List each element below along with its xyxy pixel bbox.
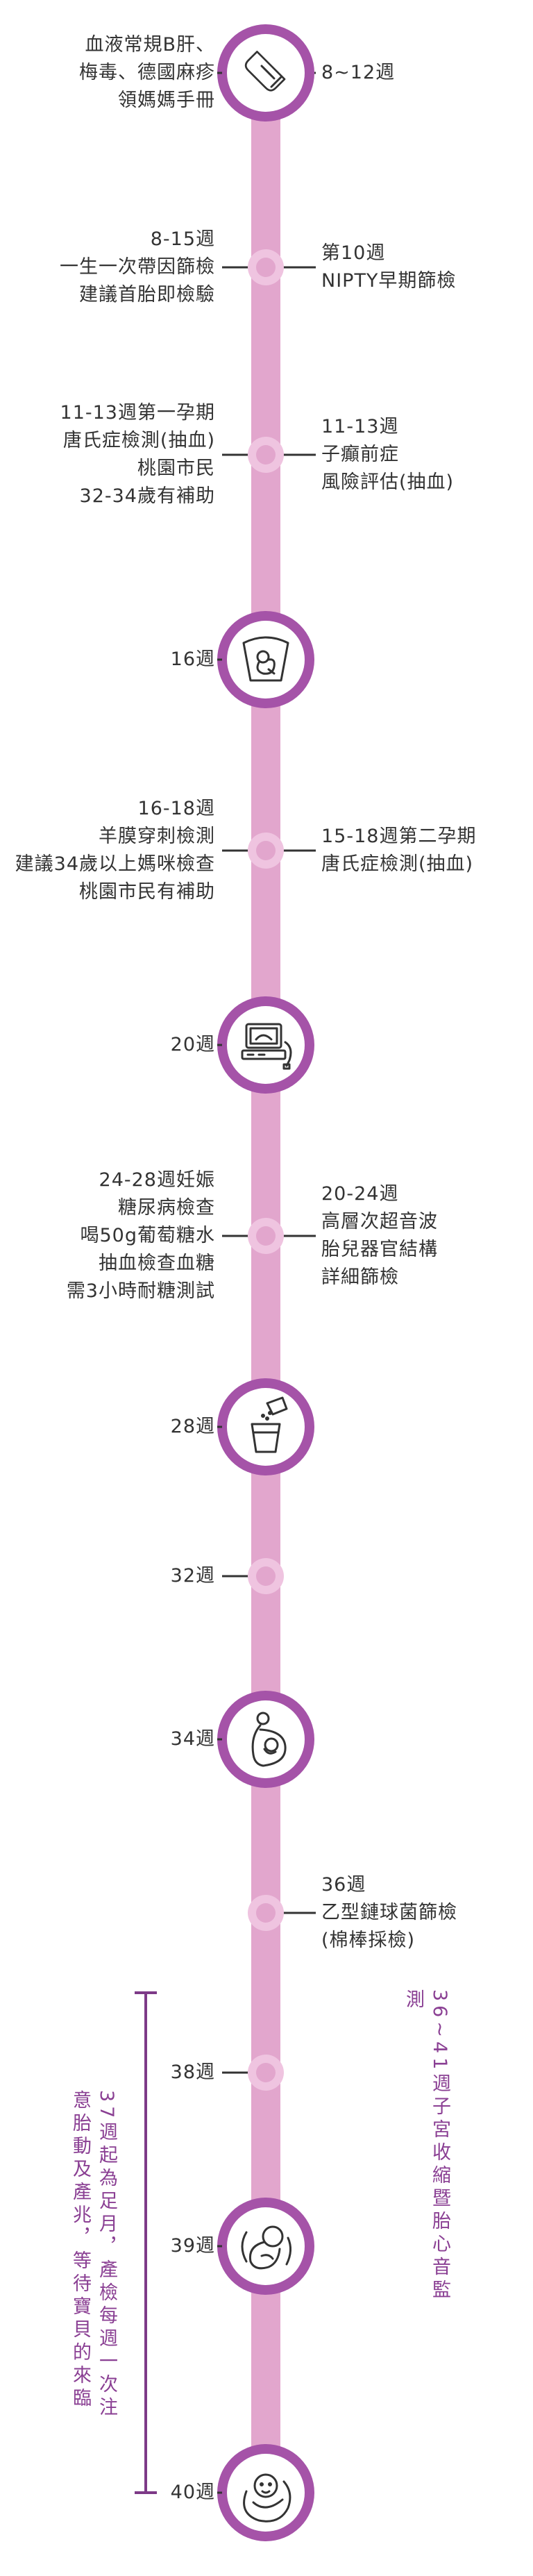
milestone-m6	[217, 996, 314, 1094]
milestone-m8	[217, 1378, 314, 1475]
m10-left-label: 34週	[170, 1728, 215, 1750]
milestone-inner	[227, 34, 305, 112]
milestone-dot-core	[256, 1566, 276, 1586]
milestone-m7	[222, 1218, 316, 1254]
milestone-dot-core	[256, 841, 276, 860]
milestone-dot-core	[256, 1226, 276, 1246]
m12-left-label: 38週	[170, 2061, 215, 2083]
m6-left-label: 20週	[170, 1034, 215, 1055]
milestone-m10	[217, 1691, 314, 1788]
milestone-m1	[217, 24, 316, 122]
m11-right-label: 36週 乙型鏈球菌篩檢 (棉棒採檢)	[321, 1874, 457, 1951]
ultrasound-machine-icon	[241, 1023, 292, 1070]
milestone-m12	[222, 2055, 284, 2091]
milestone-dot-core	[256, 1903, 276, 1923]
m8-left-label: 28週	[170, 1416, 215, 1437]
milestone-inner	[227, 1388, 305, 1466]
left-vertical-note: 37週起為足月，產檢每週一次注意胎動及產兆，等待寶貝的來臨	[69, 2090, 117, 2420]
milestone-inner	[227, 621, 305, 699]
milestone-m11	[248, 1895, 316, 1931]
test-tube-icon	[244, 51, 286, 92]
timeline-track	[251, 62, 280, 2503]
milestone-m14	[217, 2444, 314, 2541]
glucose-drink-icon	[251, 1396, 288, 1453]
milestone-inner	[227, 1700, 305, 1778]
m4-left-label: 16週	[170, 649, 215, 670]
fetus-icon	[241, 2225, 291, 2270]
m2-left-label: 8-15週 一生一次帶因篩檢 建議首胎即檢驗	[60, 228, 215, 306]
m13-left-label: 39週	[170, 2235, 215, 2257]
swaddled-baby-icon	[243, 2473, 291, 2523]
m7-right-label: 20-24週 高層次超音波 胎兒器官結構 詳細篩檢	[321, 1183, 438, 1288]
m2-right-label: 第10週 NIPTY早期篩檢	[321, 242, 457, 292]
milestone-inner	[227, 1006, 305, 1084]
milestone-inner	[227, 2207, 305, 2285]
milestone-dot-core	[256, 445, 276, 465]
milestone-m3	[222, 437, 316, 473]
m7-left-label: 24-28週妊娠 糖尿病檢查 喝50g葡萄糖水 抽血檢查血糖 需3小時耐糖測試	[66, 1169, 215, 1302]
m3-right-label: 11-13週 子癲前症 風險評估(抽血)	[321, 416, 455, 493]
milestone-m5	[222, 833, 316, 869]
milestone-m4	[217, 611, 314, 708]
milestone-dot-core	[256, 258, 276, 277]
m3-left-label: 11-13週第一孕期 唐氏症檢測(抽血) 桃園市民 32-34歲有補助	[60, 402, 215, 507]
ultrasound-image-icon	[242, 636, 289, 682]
m1-right-label: 8~12週	[321, 62, 396, 83]
m1-left-label: 血液常規B肝、 梅毒、德國麻疹 領媽媽手冊	[79, 34, 215, 111]
m9-left-label: 32週	[170, 1565, 215, 1587]
pregnant-belly-icon	[251, 1712, 287, 1767]
milestone-m9	[222, 1558, 284, 1594]
m5-left-label: 16-18週 羊膜穿刺檢測 建議34歲以上媽咪檢查 桃園市民有補助	[15, 798, 215, 903]
m14-left-label: 40週	[170, 2482, 215, 2503]
milestone-dot-core	[256, 2063, 276, 2082]
m5-right-label: 15-18週第二孕期 唐氏症檢測(抽血)	[321, 826, 477, 875]
milestone-m13	[217, 2198, 314, 2295]
milestone-m2	[222, 249, 316, 285]
right-vertical-note: 36~41週子宮收縮暨胎心音監測	[403, 1989, 450, 2303]
